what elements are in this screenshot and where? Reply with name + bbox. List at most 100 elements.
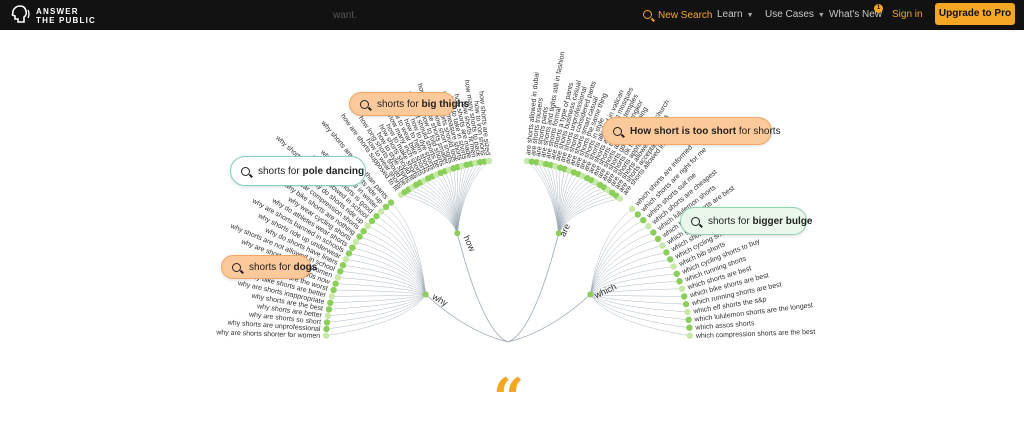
- leaf-node[interactable]: [345, 250, 353, 257]
- top-navigation-bar: ANSWER THE PUBLIC want. New Search Learn…: [0, 0, 1024, 30]
- leaf-node[interactable]: [322, 332, 330, 339]
- leaf-node[interactable]: [325, 306, 333, 313]
- bubble-bigger-bulge[interactable]: shorts for bigger bulge: [680, 207, 812, 235]
- leaf-node[interactable]: [634, 211, 642, 218]
- leaf-connector-line: [590, 294, 690, 328]
- leaf-node[interactable]: [650, 229, 657, 236]
- leaf-connector-line: [330, 294, 426, 304]
- leaf-node[interactable]: [616, 195, 624, 202]
- leaf-node[interactable]: [352, 238, 360, 246]
- leaf-node[interactable]: [339, 262, 347, 269]
- leaf-connector-line: [590, 245, 663, 295]
- leaf-connector-line: [404, 191, 458, 234]
- leaf-node[interactable]: [682, 300, 690, 308]
- upgrade-button[interactable]: Upgrade to Pro: [935, 3, 1015, 25]
- leaf-node[interactable]: [684, 308, 691, 316]
- leaf-node[interactable]: [528, 158, 536, 165]
- leaf-node[interactable]: [323, 319, 331, 326]
- whats-new-link[interactable]: What's New: [829, 9, 882, 20]
- leaf-node[interactable]: [323, 325, 330, 333]
- leaf-node[interactable]: [373, 212, 380, 220]
- logo-head-icon: [11, 5, 30, 23]
- leaf-node[interactable]: [685, 316, 692, 324]
- leaf-node[interactable]: [387, 199, 395, 206]
- branch-node[interactable]: [422, 291, 429, 298]
- leaf-connector-line: [371, 220, 426, 295]
- leaf-node[interactable]: [485, 157, 493, 165]
- leaf-node[interactable]: [654, 235, 662, 243]
- leaf-node[interactable]: [349, 244, 356, 251]
- leaf-node[interactable]: [645, 223, 652, 230]
- leaf-node[interactable]: [686, 324, 693, 331]
- leaf-node[interactable]: [330, 286, 337, 294]
- leaf-node[interactable]: [678, 285, 686, 292]
- leaf-node[interactable]: [533, 159, 540, 166]
- leaf-connector-line: [381, 211, 426, 295]
- leaf-connector-line: [363, 231, 426, 295]
- logo-line-2: THE PUBLIC: [36, 16, 96, 25]
- leaf-node[interactable]: [327, 299, 334, 307]
- leaf-connector-line: [333, 289, 426, 295]
- leaf-connector-line: [342, 264, 426, 295]
- leaf-node[interactable]: [360, 228, 367, 235]
- leaf-node[interactable]: [377, 208, 385, 215]
- leaf-node[interactable]: [356, 233, 363, 240]
- learn-menu[interactable]: Learn▼: [717, 9, 754, 20]
- leaf-question-text[interactable]: which compression shorts are the best: [695, 329, 816, 340]
- search-icon: [643, 10, 652, 19]
- bubble-how-short-is-too-short[interactable]: How short is too short for shorts: [602, 117, 781, 145]
- search-icon: [691, 216, 700, 226]
- leaf-node[interactable]: [676, 278, 683, 285]
- branch-trunk-line: [425, 294, 509, 343]
- leaf-node[interactable]: [342, 256, 350, 263]
- leaf-connector-line: [590, 294, 689, 321]
- leaf-node[interactable]: [628, 205, 636, 213]
- leaf-node[interactable]: [364, 222, 371, 230]
- leaf-connector-line: [327, 294, 426, 317]
- leaf-connector-line: [345, 259, 426, 295]
- use-cases-menu[interactable]: Use Cases▼: [765, 9, 825, 20]
- leaf-connector-line: [416, 184, 458, 234]
- leaf-node[interactable]: [328, 293, 336, 300]
- leaf-node[interactable]: [334, 274, 342, 281]
- bubble-big-thighs[interactable]: shorts for big thighs: [349, 92, 469, 116]
- bubble-dogs[interactable]: shorts for dogs: [221, 255, 317, 279]
- leaf-question-text[interactable]: which assos shorts: [694, 320, 755, 332]
- leaf-node[interactable]: [382, 203, 390, 211]
- leaf-node[interactable]: [368, 217, 376, 225]
- leaf-connector-line: [400, 194, 458, 234]
- leaf-connector-line: [412, 186, 458, 234]
- leaf-connector-line: [590, 226, 649, 295]
- leaf-node[interactable]: [332, 280, 339, 287]
- leaf-node[interactable]: [523, 157, 531, 165]
- leaf-connector-line: [590, 294, 685, 297]
- leaf-node[interactable]: [663, 249, 670, 256]
- leaf-node[interactable]: [659, 242, 666, 249]
- branch-node[interactable]: [454, 230, 461, 237]
- sign-in-link[interactable]: Sign in: [892, 9, 923, 20]
- leaf-node[interactable]: [337, 268, 344, 275]
- bubble-term: big thighs: [421, 98, 470, 110]
- leaf-question-text[interactable]: why are shorts shorter for women: [215, 329, 320, 340]
- leaf-connector-line: [376, 215, 426, 295]
- bubble-suffix: for shorts: [736, 125, 781, 137]
- branch-node[interactable]: [555, 230, 562, 237]
- leaf-node[interactable]: [666, 256, 674, 263]
- new-search-link[interactable]: New Search: [643, 9, 712, 21]
- leaf-connector-line: [590, 232, 654, 295]
- bubble-pole-dancing[interactable]: shorts for pole dancing: [230, 156, 366, 186]
- leaf-node[interactable]: [673, 270, 680, 278]
- logo-text: ANSWER THE PUBLIC: [36, 7, 96, 25]
- branch-node[interactable]: [587, 291, 594, 298]
- leaf-node[interactable]: [324, 312, 332, 320]
- bubble-term: bigger bulge: [752, 215, 813, 227]
- logo[interactable]: ANSWER THE PUBLIC: [9, 5, 129, 27]
- leaf-node[interactable]: [640, 217, 647, 224]
- branch-trunk-line: [507, 294, 591, 343]
- leaf-node[interactable]: [681, 293, 688, 300]
- leaf-node[interactable]: [670, 263, 677, 270]
- leaf-node[interactable]: [538, 159, 545, 167]
- search-icon: [241, 166, 250, 176]
- leaf-node[interactable]: [686, 332, 694, 339]
